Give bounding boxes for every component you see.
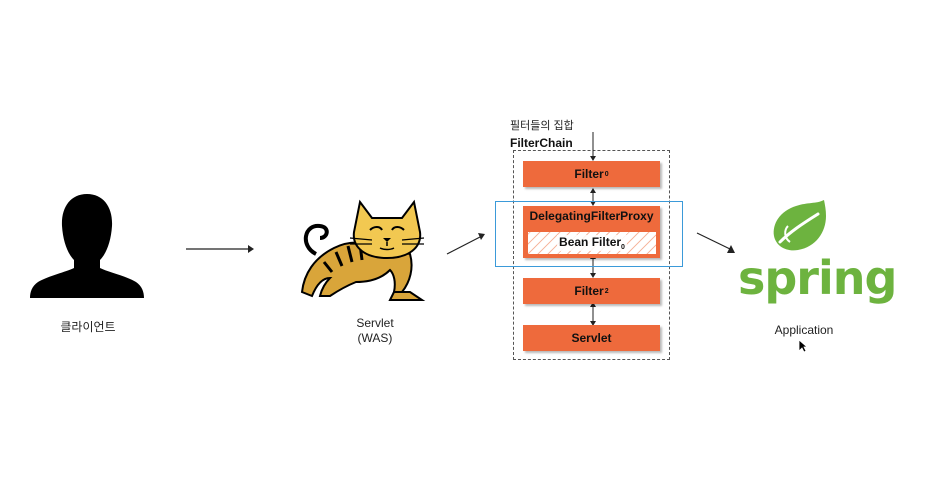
servlet-box-label: Servlet <box>571 331 612 345</box>
client-silhouette-icon <box>30 194 144 298</box>
filter2-label: Filter <box>574 284 604 298</box>
arrow-chain-to-app <box>696 232 735 253</box>
was-label-line1: Servlet <box>356 316 394 330</box>
filter2-subscript: 2 <box>604 287 609 295</box>
servlet-box: Servlet <box>523 325 660 351</box>
filter-chain-title: FilterChain <box>510 136 573 150</box>
spring-wordmark: spring <box>738 251 897 305</box>
mouse-cursor-icon <box>798 339 808 353</box>
was-label-line2: (WAS) <box>357 331 393 345</box>
filter0-subscript: 0 <box>604 170 609 178</box>
bean-filter-subscript: 0 <box>621 244 625 251</box>
was-label: Servlet (WAS) <box>330 316 420 346</box>
filter-chain-note: 필터들의 집합 <box>510 120 574 132</box>
proxy-highlight-frame <box>495 201 683 267</box>
bean-filter-box: Bean Filter0 <box>527 231 657 255</box>
bean-filter-label: Bean Filter <box>559 235 622 249</box>
spring-leaf-icon <box>773 200 826 251</box>
arrow-was-to-chain <box>446 233 485 255</box>
filter0-label: Filter <box>574 167 604 181</box>
arrow-client-to-was <box>186 245 254 253</box>
filter-chain-container <box>513 150 670 360</box>
application-label: Application <box>774 323 834 337</box>
tomcat-logo-icon <box>300 199 426 301</box>
delegating-filter-proxy-label: DelegatingFilterProxy <box>529 209 654 223</box>
client-label: 클라이언트 <box>60 320 116 334</box>
